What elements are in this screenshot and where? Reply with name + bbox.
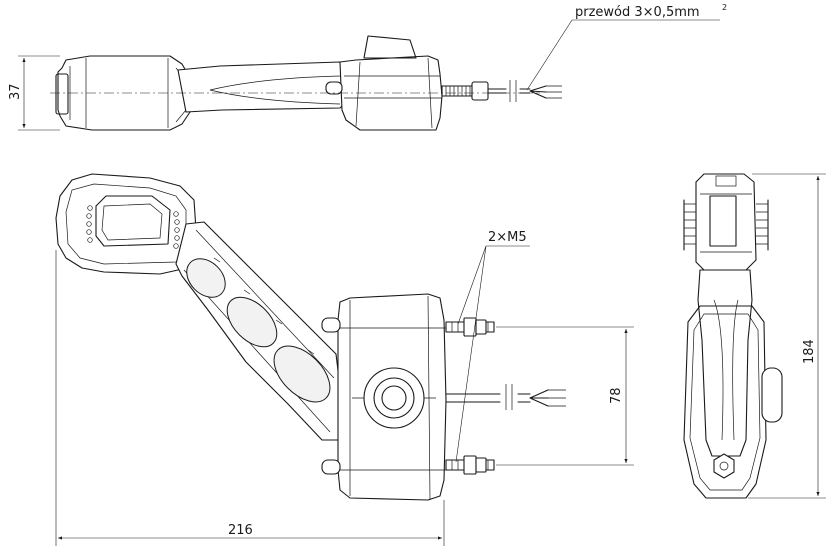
- dimension-height-side: 184: [802, 339, 817, 364]
- top-view: przewód 3×0,5mm 2 37: [8, 3, 727, 131]
- dimension-height-top: 37: [8, 83, 23, 100]
- dimension-bolt-spacing: 78: [609, 387, 624, 404]
- upper-bolt: [445, 317, 495, 337]
- wire-label: przewód 3×0,5mm: [575, 5, 700, 20]
- dimension-width-front: 216: [228, 523, 253, 538]
- wire-label-superscript: 2: [722, 3, 727, 12]
- led-dots: [86, 205, 180, 249]
- side-view: 184: [683, 173, 826, 499]
- lower-bolt: [445, 455, 495, 475]
- front-view: 2×M5 78 216: [55, 173, 634, 546]
- side-ribs: [683, 199, 769, 251]
- screws-label: 2×M5: [488, 230, 527, 245]
